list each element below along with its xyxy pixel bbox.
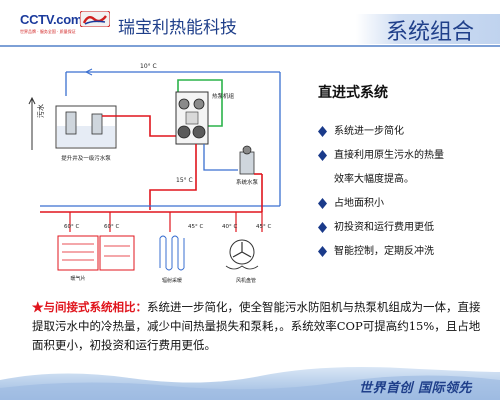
hot-supply-pipe: [149, 144, 197, 210]
airflow-line: [225, 265, 259, 270]
feature-text: 占地面积小: [334, 198, 384, 209]
page-title: 系统组合: [385, 20, 474, 45]
diamond-bullet-icon: [318, 126, 327, 137]
terminal-name: 风机盘管: [236, 277, 256, 284]
logo-subtext: 世界品牌 · 服务全国 · 质量保证: [20, 29, 76, 34]
sewage-pump-icon: [91, 113, 103, 135]
sewage-pump-icon: [65, 111, 77, 135]
system-return-pipe: [203, 144, 238, 171]
terminal-name: 辐射采暖: [162, 277, 182, 284]
floor-heating-icon: [159, 238, 185, 268]
terminal-temp: 45° C: [256, 224, 271, 230]
fan-coil-icon: [229, 239, 255, 265]
gear-icon: [193, 98, 205, 110]
diamond-bullet-icon: [318, 150, 327, 161]
gear-icon: [177, 125, 191, 139]
flow-arrow-icon: [28, 96, 36, 105]
floor-heating-loop: [159, 235, 185, 271]
radiator-icon: [99, 235, 135, 271]
terminal-temp: 60° C: [64, 224, 79, 230]
terminal-temp: 60° C: [104, 224, 119, 230]
feature-item: 占地面积小: [318, 196, 496, 211]
feature-text: 系统进一步简化: [334, 126, 404, 137]
heat-pump-label: 热泵机组: [212, 92, 235, 100]
comparison-lead: ★与间接式系统相比：: [32, 300, 147, 314]
heat-pump-label-text: 热泵机组: [212, 92, 235, 100]
gear-icon: [192, 125, 206, 139]
footer-slogan: 世界首创 国际领先: [358, 381, 472, 396]
temp-label-mid: 15° C: [176, 177, 193, 184]
footer: 世界首创 国际领先: [0, 358, 500, 400]
feature-list: 系统进一步简化 直接利用原生污水的热量 效率大幅度提高。 占地面积小 初投资和运…: [318, 124, 496, 268]
features-title: 直进式系统: [318, 85, 388, 101]
diamond-bullet-icon: [318, 198, 327, 209]
diamond-bullet-icon: [318, 246, 327, 257]
feature-item: 系统进一步简化: [318, 124, 496, 139]
radiator-icon: [57, 235, 99, 271]
feature-text: 直接利用原生污水的热量: [334, 150, 444, 161]
sewage-discharge-pipe: [177, 79, 223, 127]
gear-icon: [178, 98, 190, 110]
system-diagram: 10° C 污水 提升井及一级污水泵 热泵机组 15° C 系统水泵: [28, 63, 281, 284]
sewage-pump-label: 提升井及一级污水泵: [61, 154, 111, 162]
system-pump-icon: [239, 151, 255, 175]
pump-motor-icon: [242, 145, 252, 155]
title-banner: 系统组合: [356, 14, 500, 45]
comparison-body: 系统进一步简化，使全智能污水防阻机与热泵机组成为一体，直接提取污水中的冷热量，减…: [32, 300, 481, 352]
temp-label-top: 10° C: [140, 63, 157, 70]
feature-item: 直接利用原生污水的热量 效率大幅度提高。: [318, 148, 496, 187]
terminal-temp: 40° C: [222, 224, 237, 230]
feature-text: 初投资和运行费用更低: [334, 222, 434, 233]
diamond-bullet-icon: [318, 222, 327, 233]
company-name: 瑞宝利热能科技: [118, 18, 237, 38]
compressor-icon: [185, 111, 199, 125]
sewage-supply-pipe: [102, 115, 178, 137]
footer-wave: [0, 367, 500, 400]
flow-arrow-icon: [84, 68, 93, 76]
brand-badge-icon: [80, 11, 110, 27]
system-pump-label: 系统水泵: [236, 178, 259, 186]
feature-text-continued: 效率大幅度提高。: [334, 174, 414, 185]
comparison-paragraph: ★与间接式系统相比：系统进一步简化，使全智能污水防阻机与热泵机组成为一体，直接提…: [32, 298, 484, 355]
sewage-label: 污水: [36, 104, 45, 118]
terminal-temp: 45° C: [188, 224, 203, 230]
terminal-name: 暖气片: [70, 275, 85, 282]
feature-item: 初投资和运行费用更低: [318, 220, 496, 235]
fan-blade: [232, 242, 252, 258]
header: CCTV.com 世界品牌 · 服务全国 · 质量保证 瑞宝利热能科技 系统组合: [0, 0, 500, 47]
feature-item: 智能控制，定期反冲洗: [318, 244, 496, 259]
header-divider: [0, 45, 500, 47]
feature-text: 智能控制，定期反冲洗: [334, 246, 434, 257]
logo-text: CCTV.com: [20, 12, 83, 27]
